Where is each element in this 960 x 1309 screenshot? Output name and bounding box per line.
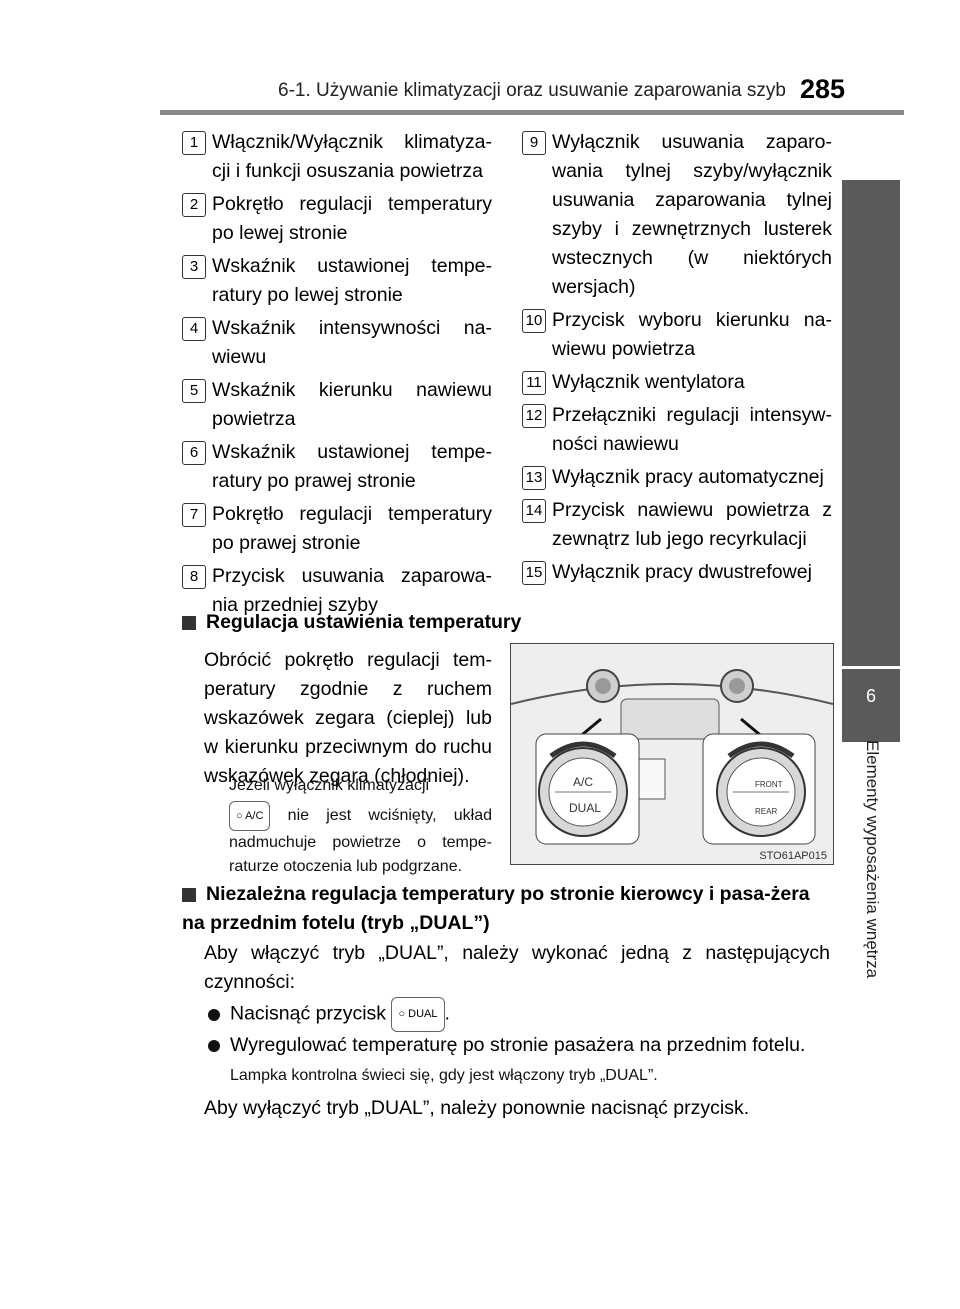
item-text: Wyłącznik pracy automatycznej [552, 466, 824, 488]
section2-note: Lampka kontrolna świeci się, gdy jest wł… [230, 1067, 658, 1084]
ac-button-icon: ○ A/C [229, 801, 271, 831]
item-text: Wskaźnik intensywności na-wiewu [212, 317, 492, 368]
dual-button-icon: ○ DUAL [391, 997, 445, 1032]
bullet-icon [208, 1039, 220, 1052]
note-line-1: Jeżeli wyłącznik klimatyzacji [229, 777, 430, 794]
dual-label: DUAL [569, 801, 601, 815]
item-text: Wskaźnik kierunku nawiewu powietrza [212, 379, 492, 430]
figure-code: STO61AP015 [759, 850, 827, 862]
item-number: 1 [182, 131, 206, 155]
item-text: Przycisk wyboru kierunku na-wiewu powiet… [552, 309, 832, 360]
section-heading-2: Niezależna regulacja temperatury po stro… [182, 883, 810, 934]
section2-outro: Aby wyłączyć tryb „DUAL”, należy ponowni… [204, 1097, 750, 1119]
item-number: 13 [522, 466, 546, 490]
bullet-item-1: Nacisnąć przycisk ○ DUAL. [208, 997, 828, 1032]
item-text: Włącznik/Wyłącznik klimatyza-cji i funkc… [212, 131, 492, 182]
front-label: FRONT [755, 780, 783, 789]
item-number: 11 [522, 371, 546, 395]
item-text: Pokrętło regulacji temperatury po lewej … [212, 193, 492, 244]
chapter-number: 6 [865, 686, 876, 706]
item-text: Wskaźnik ustawionej tempe-ratury po lewe… [212, 255, 492, 306]
section-title: 6-1. Używanie klimatyzacji oraz usuwanie… [278, 80, 786, 101]
item-text: Pokrętło regulacji temperatury po prawej… [212, 503, 492, 554]
item-text: Przycisk usuwania zaparowa-nia przedniej… [212, 565, 492, 616]
page-number: 285 [800, 74, 846, 104]
item-number: 10 [522, 309, 546, 333]
item-number: 3 [182, 255, 206, 279]
chapter-number-tab: 6 [842, 669, 900, 742]
chapter-tab [842, 180, 900, 666]
item-number: 14 [522, 499, 546, 523]
square-bullet-icon [182, 615, 196, 630]
note-line-2: ○ A/C nie jest wciśnięty, układ nadmuchu… [229, 801, 492, 879]
bullet-item-2: Wyregulować temperaturę po stronie pasaż… [208, 1031, 832, 1060]
header-rule [160, 110, 904, 115]
item-number: 7 [182, 503, 206, 527]
rear-label: REAR [755, 807, 777, 816]
legend-item: 11 Wyłącznik wentylatora [512, 368, 832, 397]
item-text: Wyłącznik pracy dwustrefowej [552, 561, 812, 583]
item-number: 5 [182, 379, 206, 403]
item-text: Przełączniki regulacji intensyw-ności na… [552, 404, 832, 455]
item-text: Wyłącznik wentylatora [552, 371, 745, 393]
chapter-label: Elementy wyposażenia wnętrza [863, 740, 882, 979]
section2-intro: Aby włączyć tryb „DUAL”, należy wykonać … [204, 942, 830, 993]
climate-panel-figure: A/C DUAL FRONT REAR STO61AP015 [510, 643, 834, 865]
item-number: 15 [522, 561, 546, 585]
item-number: 4 [182, 317, 206, 341]
item-number: 9 [522, 131, 546, 155]
section-body: Obrócić pokrętło regulacji tem-peratury … [204, 649, 492, 787]
square-bullet-icon [182, 887, 196, 902]
bullet-icon [208, 1008, 220, 1021]
item-number: 8 [182, 565, 206, 589]
legend-item: 13 Wyłącznik pracy automatycznej [512, 463, 832, 492]
legend-item: 15 Wyłącznik pracy dwustrefowej [512, 558, 832, 587]
item-number: 12 [522, 404, 546, 428]
item-number: 6 [182, 441, 206, 465]
ac-label: A/C [573, 775, 593, 789]
item-text: Wskaźnik ustawionej tempe-ratury po praw… [212, 441, 492, 492]
section-heading: Regulacja ustawienia temperatury [182, 608, 521, 637]
climate-panel-drawing: A/C DUAL FRONT REAR [510, 644, 834, 864]
item-number: 2 [182, 193, 206, 217]
item-text: Wyłącznik usuwania zaparo-wania tylnej s… [552, 131, 832, 298]
item-text: Przycisk nawiewu powietrza z zewnątrz lu… [552, 499, 832, 550]
